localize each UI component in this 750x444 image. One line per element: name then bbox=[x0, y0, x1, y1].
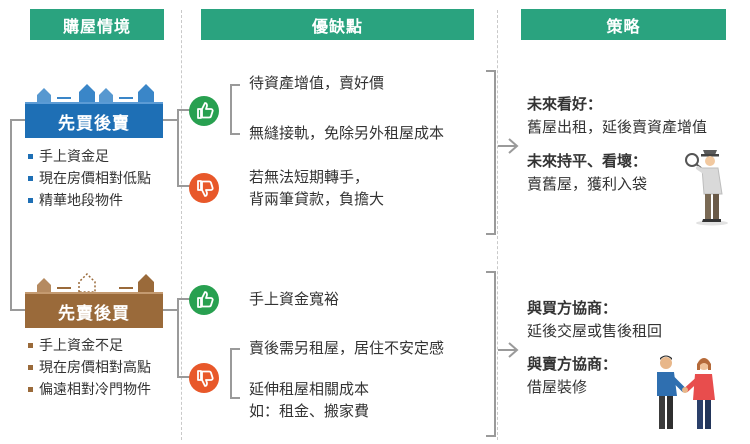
strategy-text: 借屋裝修 bbox=[527, 379, 588, 396]
scenario-2-bullets: 手上資金不足 現在房價相對高點 偏遠相對冷門物件 bbox=[28, 334, 151, 400]
strategy-text: 舊屋出租，延後賣資產增值 bbox=[527, 119, 708, 136]
con-text: 若無法短期轉手， bbox=[249, 169, 370, 186]
list-item: 手上資金不足 bbox=[28, 334, 151, 356]
list-item: 偏遠相對冷門物件 bbox=[28, 378, 151, 400]
header-pros-cons: 優缺點 bbox=[201, 9, 474, 40]
thumbs-up-icon bbox=[189, 285, 219, 315]
handshake-icon bbox=[657, 355, 715, 429]
thumbs-down-icon bbox=[189, 363, 219, 393]
column-divider-2 bbox=[497, 10, 498, 440]
strategy-heading: 與買方協商： bbox=[527, 300, 618, 317]
con-text: 如：租金、搬家費 bbox=[249, 403, 370, 420]
column-divider-1 bbox=[181, 10, 182, 440]
detective-icon bbox=[685, 150, 728, 226]
pro-text: 待資產增值，賣好價 bbox=[249, 75, 385, 92]
strategy-text: 賣舊屋，獲利入袋 bbox=[527, 176, 648, 193]
scenario-1-bullets: 手上資金足 現在房價相對低點 精華地段物件 bbox=[28, 145, 151, 211]
pro-text: 無縫接軌，免除另外租屋成本 bbox=[249, 125, 445, 142]
arrow-right-icon bbox=[498, 342, 519, 358]
strategy-heading: 未來看好： bbox=[527, 96, 603, 113]
arrow-right-icon bbox=[498, 138, 519, 154]
list-item: 手上資金足 bbox=[28, 145, 151, 167]
header-situation: 購屋情境 bbox=[30, 9, 164, 40]
thumbs-up-icon bbox=[189, 96, 219, 126]
house-row-icon bbox=[25, 84, 163, 105]
list-item: 現在房價相對低點 bbox=[28, 167, 151, 189]
strategy-heading: 未來持平、看壞： bbox=[527, 153, 648, 170]
con-text: 背兩筆貸款，負擔大 bbox=[249, 191, 385, 208]
scenario-title-sell-first: 先賣後買 bbox=[25, 294, 163, 328]
strategy-text: 延後交屋或售後租回 bbox=[527, 323, 663, 340]
scenario-title-buy-first: 先買後賣 bbox=[25, 104, 163, 138]
list-item: 精華地段物件 bbox=[28, 189, 151, 211]
header-strategy: 策略 bbox=[521, 9, 726, 40]
pro-text: 手上資金寬裕 bbox=[249, 291, 340, 308]
house-row-icon bbox=[25, 272, 163, 295]
strategy-heading: 與賣方協商： bbox=[527, 356, 618, 373]
con-text: 延伸租屋相關成本 bbox=[249, 381, 370, 398]
con-text: 賣後需另租屋，居住不安定感 bbox=[249, 340, 445, 357]
thumbs-down-icon bbox=[189, 173, 219, 203]
list-item: 現在房價相對高點 bbox=[28, 356, 151, 378]
